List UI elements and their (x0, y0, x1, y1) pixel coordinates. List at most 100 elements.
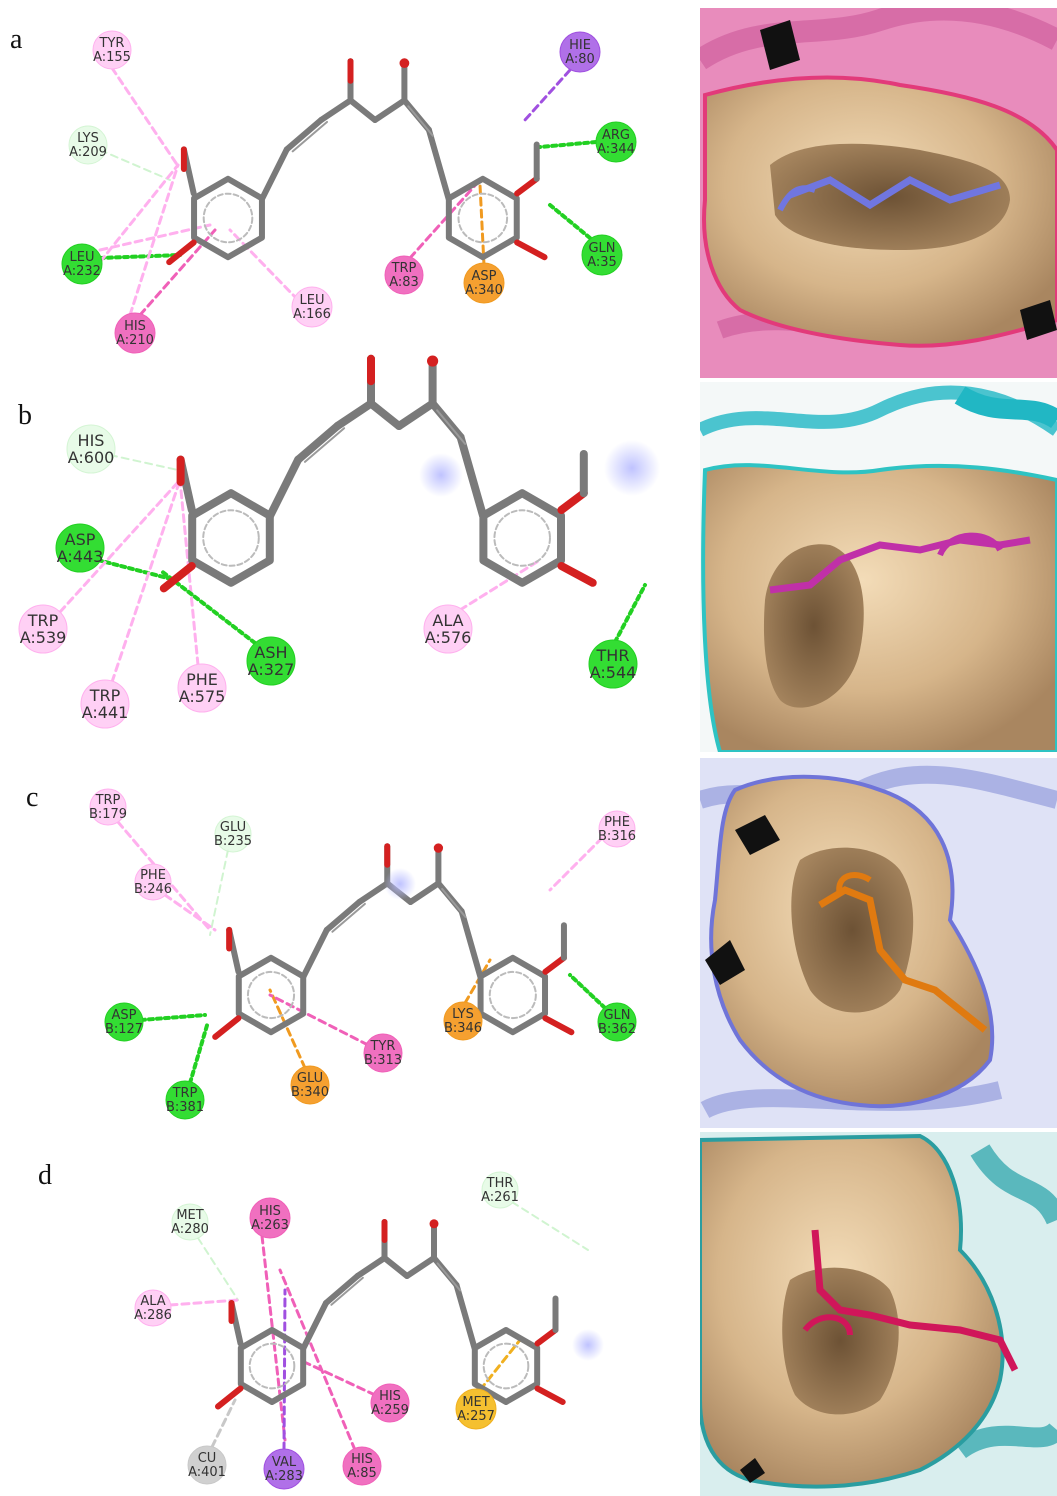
panel-label-a: a (10, 24, 23, 55)
svg-text:MET: MET (462, 1395, 489, 1410)
svg-text:B:316: B:316 (598, 829, 636, 844)
svg-text:TRP: TRP (172, 1086, 198, 1101)
svg-text:B:362: B:362 (598, 1022, 636, 1037)
svg-text:HIS: HIS (259, 1204, 281, 1219)
svg-text:A:443: A:443 (57, 547, 104, 566)
svg-text:A:441: A:441 (82, 703, 129, 722)
interaction-lines (58, 66, 647, 1452)
svg-text:TRP: TRP (89, 686, 121, 705)
svg-text:B:235: B:235 (214, 834, 252, 849)
svg-text:PHE: PHE (140, 868, 166, 883)
svg-text:GLN: GLN (603, 1008, 630, 1023)
svg-text:LEU: LEU (70, 250, 95, 265)
svg-text:THR: THR (486, 1176, 514, 1191)
svg-text:A:80: A:80 (565, 52, 595, 67)
svg-text:A:340: A:340 (465, 283, 503, 298)
svg-text:A:575: A:575 (179, 687, 226, 706)
svg-text:THR: THR (596, 646, 630, 665)
svg-text:B:340: B:340 (291, 1085, 329, 1100)
svg-text:A:85: A:85 (347, 1466, 377, 1481)
svg-text:B:381: B:381 (166, 1100, 204, 1115)
svg-text:A:263: A:263 (251, 1218, 289, 1233)
svg-text:ARG: ARG (602, 128, 630, 143)
svg-text:A:576: A:576 (425, 628, 472, 647)
svg-text:ALA: ALA (432, 611, 463, 630)
panel-label-b: b (18, 400, 32, 431)
svg-text:B:313: B:313 (364, 1053, 402, 1068)
svg-text:B:346: B:346 (444, 1021, 482, 1036)
svg-text:HIE: HIE (569, 38, 591, 53)
svg-text:TYR: TYR (370, 1039, 396, 1054)
residue-d6: CUA:401 (187, 1445, 227, 1485)
svg-text:A:600: A:600 (68, 448, 115, 467)
svg-text:ASP: ASP (112, 1008, 137, 1023)
svg-text:MET: MET (176, 1208, 203, 1223)
svg-text:A:35: A:35 (587, 255, 617, 270)
svg-text:HIS: HIS (379, 1389, 401, 1404)
svg-text:VAL: VAL (272, 1455, 297, 1470)
svg-text:ASP: ASP (65, 530, 96, 549)
svg-text:ASH: ASH (254, 643, 287, 662)
svg-text:LYS: LYS (452, 1007, 474, 1022)
svg-text:PHE: PHE (604, 815, 630, 830)
svg-text:LEU: LEU (300, 293, 325, 308)
svg-text:B:127: B:127 (105, 1022, 143, 1037)
svg-text:B:179: B:179 (89, 807, 127, 822)
surface-render-c (700, 758, 1057, 1128)
svg-text:A:232: A:232 (63, 264, 101, 279)
svg-text:ASP: ASP (472, 269, 497, 284)
svg-text:A:283: A:283 (265, 1469, 303, 1484)
svg-text:GLU: GLU (297, 1071, 323, 1086)
svg-text:A:257: A:257 (457, 1409, 495, 1424)
surface-render-b (700, 382, 1057, 752)
svg-text:HIS: HIS (124, 319, 146, 334)
ligand-d (215, 1219, 604, 1410)
svg-text:A:209: A:209 (69, 145, 107, 160)
ligand-c (212, 843, 575, 1040)
svg-text:A:83: A:83 (389, 275, 419, 290)
svg-text:A:539: A:539 (20, 628, 67, 647)
ligand-structures (159, 58, 660, 1410)
svg-text:A:210: A:210 (116, 333, 154, 348)
svg-text:A:344: A:344 (597, 142, 635, 157)
svg-text:LYS: LYS (77, 131, 99, 146)
svg-text:HIS: HIS (351, 1452, 373, 1467)
svg-text:A:327: A:327 (248, 660, 295, 679)
svg-text:A:261: A:261 (481, 1190, 519, 1205)
svg-text:A:401: A:401 (188, 1465, 226, 1480)
svg-text:TRP: TRP (27, 611, 59, 630)
svg-text:A:166: A:166 (293, 307, 331, 322)
svg-text:GLN: GLN (588, 241, 615, 256)
svg-text:PHE: PHE (186, 670, 218, 689)
panel-label-d: d (38, 1160, 52, 1191)
